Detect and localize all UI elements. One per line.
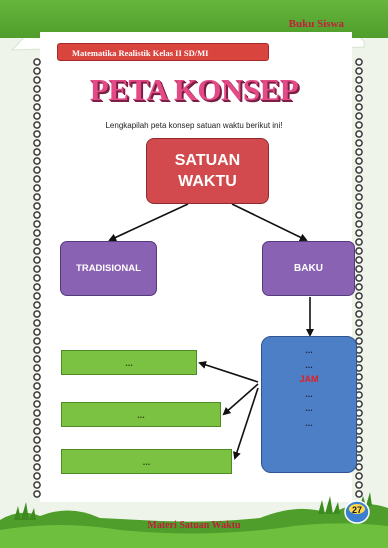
answer-box-2[interactable]: ... [61,402,221,427]
baku-item-blank: ... [305,359,313,370]
answer-box-2-text: ... [137,409,145,420]
node-satuan-label-1: SATUAN [174,152,241,169]
arrow-root-to-traditional [108,203,189,242]
answer-box-3-text: ... [142,456,151,467]
grass-decoration [0,492,388,548]
arrow-jam-to-answer-2 [222,383,259,416]
answer-box-1-text: ... [125,357,133,368]
instruction-text: Lengkapilah peta konsep satuan waktu ber… [105,121,283,130]
dotted-border-right [354,58,364,498]
header-band [0,0,388,38]
baku-item-jam: JAM [299,374,319,385]
node-satuan-waktu: SATUAN WAKTU [146,138,269,204]
baku-item-blank: ... [305,388,313,399]
chapter-footer: Materi Satuan Waktu [147,520,241,531]
dotted-border-left [32,58,42,498]
node-baku-label: BAKU [294,263,323,274]
page-title: PETA KONSEP [89,72,299,107]
book-title-tag: Matematika Realistik Kelas II SD/MI [57,43,269,61]
page-number: 27 [351,505,362,515]
baku-item-blank: ... [305,417,313,428]
baku-item-blank: ... [305,345,313,355]
baku-item-blank: ... [305,403,313,414]
page-badge-icon [344,500,370,524]
node-satuan-label-2: WAKTU [178,173,237,190]
node-baku: BAKU [262,241,355,296]
arrow-jam-to-answer-1 [198,361,259,383]
arrow-jam-to-answer-3 [233,387,259,460]
node-tradisional: TRADISIONAL [60,241,157,296]
node-tradisional-label: TRADISIONAL [76,263,141,274]
answer-box-3[interactable]: ... [61,449,232,474]
node-baku-units: ... ... JAM ... ... ... [261,336,357,473]
book-type-label: Buku Siswa [288,18,344,30]
arrow-root-to-baku [231,203,308,241]
answer-box-1[interactable]: ... [61,350,197,375]
